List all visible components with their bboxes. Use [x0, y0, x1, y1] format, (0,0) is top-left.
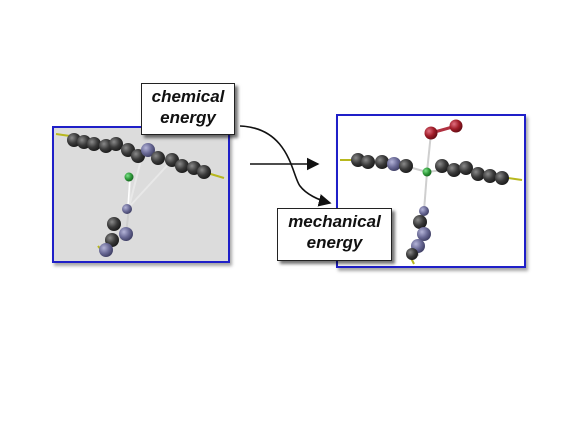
mechanical-label-line2: energy — [306, 233, 363, 252]
mechanical-label-line1: mechanical — [288, 212, 381, 231]
chemical-label-line1: chemical — [151, 87, 225, 106]
molecule-model-after-with-o2-icon — [340, 119, 523, 265]
molecule-model-before-icon — [55, 133, 225, 257]
chemical-label-line2: energy — [160, 108, 216, 127]
mechanical-energy-label: mechanical energy — [277, 208, 392, 261]
molecule-panel-before — [52, 126, 230, 263]
chemical-energy-label: chemical energy — [141, 83, 235, 135]
